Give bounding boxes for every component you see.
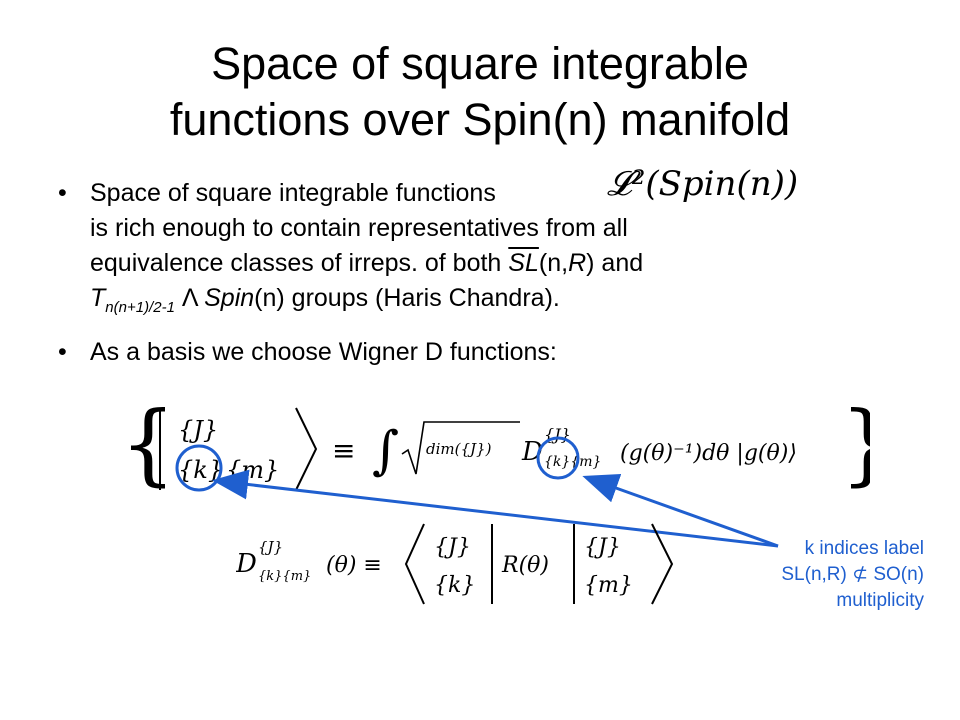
lhs-sup: {J} (258, 538, 283, 556)
wigner-d-definition: D {J} {k}{m} (θ) ≡ {J} {k} R(θ) {J} {m} (236, 523, 674, 605)
bullet-1-text-d: (n) groups (Haris Chandra). (254, 284, 560, 312)
bullet-2-text: As a basis we choose Wigner D functions: (90, 338, 557, 366)
bullet-item-2: • As a basis we choose Wigner D function… (58, 335, 838, 370)
title-line-2: functions over Spin(n) manifold (169, 94, 791, 145)
annotation-line-2: SL(n,R) ⊄ SO(n) (781, 564, 924, 585)
k-indices-annotation: k indices label SL(n,R) ⊄ SO(n) multipli… (704, 536, 924, 614)
right-brace: } (840, 398, 870, 495)
spin-symbol: Spin (204, 284, 255, 312)
basis-formula: { {J} {k} {m} ≡ ∫ dim({J}) D {J} {k}{m} … (120, 398, 870, 495)
arrow-to-right-k (582, 473, 779, 548)
ket-angle-2 (651, 523, 674, 605)
bullet-1-text-b: is rich enough to contain representative… (90, 214, 628, 242)
equiv-sign: ≡ (332, 434, 355, 467)
slide-title: Space of square integrable functions ove… (0, 36, 960, 148)
bullet-item-1: • Space of square integrable functions i… (58, 176, 838, 325)
lhs-d: D (236, 549, 257, 579)
title-line-1: Space of square integrable (211, 38, 749, 89)
bullet-dot: • (58, 179, 67, 207)
bullet-1-and: ) and (586, 249, 644, 277)
bra-bottom: {k} (434, 573, 475, 598)
bullet-1-text-c: equivalence classes of irreps. of both (90, 249, 509, 277)
wigner-d-sub: {k}{m} (544, 454, 601, 470)
t-subscript: n(n+1)/2-1 (105, 299, 175, 316)
arrow-to-left-k (212, 469, 779, 548)
annotation-line-3: multiplicity (836, 590, 924, 611)
ket-angle (295, 407, 318, 491)
bullet-list: • Space of square integrable functions i… (58, 176, 838, 380)
operator-r: R(θ) (501, 553, 549, 578)
left-brace: { (120, 398, 176, 495)
bra-top: {J} (434, 535, 471, 560)
lhs-arg: (θ) ≡ (326, 553, 382, 578)
sqrt-arg: dim({J}) (426, 440, 492, 458)
bullet-1-text-a: Space of square integrable functions (90, 179, 496, 207)
integral-sign: ∫ (372, 421, 399, 481)
sqrt-sign (401, 421, 520, 475)
annotation-line-1: k indices label (804, 538, 924, 559)
ket-top: {J} (584, 535, 621, 560)
lhs-sub: {k}{m} (258, 569, 311, 584)
ket-j: {J} (178, 416, 218, 444)
bra-angle (404, 523, 425, 605)
l2-spin-formula: 𝓛²(Spin(n)) (607, 164, 799, 204)
r-symbol: R (568, 249, 587, 277)
semidirect-symbol: Λ (174, 284, 205, 312)
sl-args: (n, (538, 249, 569, 277)
t-symbol: T (90, 284, 106, 312)
bullet-dot: • (58, 338, 67, 366)
ket-bottom: {m} (584, 573, 633, 598)
sl-symbol: SL (508, 249, 539, 277)
k-index-circle-left (175, 444, 223, 492)
k-index-circle-right (536, 436, 580, 480)
wigner-arg: (g(θ)⁻¹)dθ |g(θ)⟩ (620, 441, 797, 466)
